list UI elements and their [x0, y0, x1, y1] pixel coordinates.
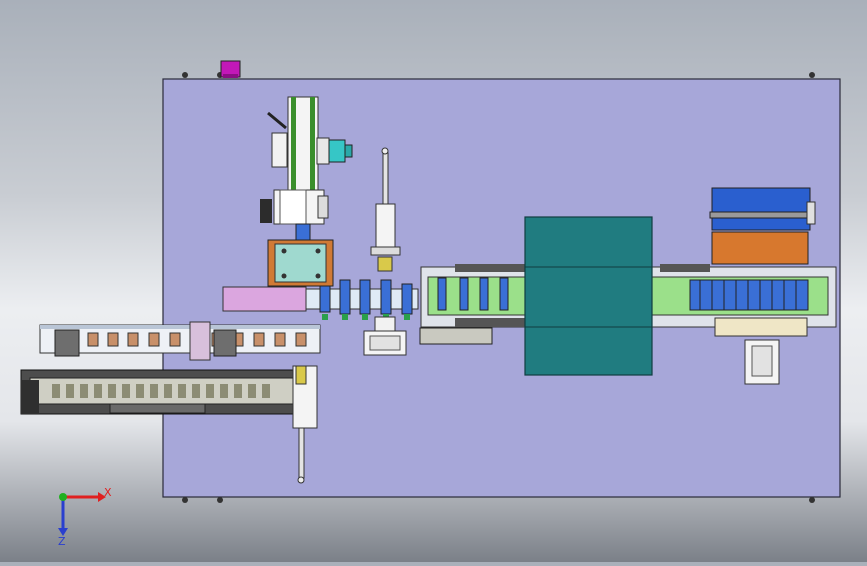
gripper-block: [363, 316, 407, 356]
lower-chain-conveyor: [20, 369, 307, 415]
left-tray-conveyor: [39, 321, 321, 361]
right-hopper: [709, 187, 816, 265]
vertical-cylinder: [370, 147, 401, 272]
lower-vertical-cylinder: [292, 365, 318, 484]
x-axis-label: X: [104, 486, 112, 499]
main-block: [524, 216, 653, 376]
motor-mount: [267, 239, 334, 287]
right-cell-stack: [689, 279, 809, 337]
right-lower-block: [744, 339, 780, 385]
axis-triad: X Z: [58, 486, 112, 548]
y-axis-dot: [59, 493, 67, 501]
belt-drive-unit: [260, 96, 353, 241]
z-axis-label: Z: [58, 535, 66, 548]
magenta-cap: [220, 60, 241, 78]
